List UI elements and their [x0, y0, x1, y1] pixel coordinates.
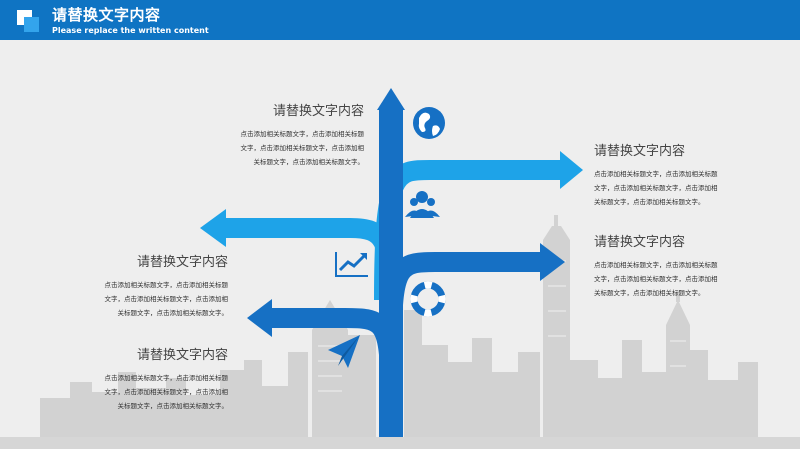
chart-trend-icon	[335, 252, 368, 277]
block-body: 点击添加相关标题文字，点击添加相关标题 文字，点击添加相关标题文字，点击添加相 …	[104, 281, 229, 317]
lifebuoy-icon	[410, 281, 446, 317]
page-title: 请替换文字内容	[52, 6, 161, 24]
arrow-head-up	[377, 88, 405, 110]
city-skyline	[40, 215, 758, 438]
arrow-branch-right-upper	[374, 160, 565, 301]
block-title: 请替换文字内容	[136, 348, 228, 363]
header-bar: 请替换文字内容 Please replace the written conte…	[0, 0, 800, 40]
block-body: 点击添加相关标题文字，点击添加相关标题 文字，点击添加相关标题文字，点击添加相 …	[104, 374, 229, 410]
block-body: 点击添加相关标题文字，点击添加相关标题 文字，点击添加相关标题文字，点击添加相 …	[594, 170, 718, 206]
block-title: 请替换文字内容	[272, 104, 364, 119]
block-body: 点击添加相关标题文字，点击添加相关标题 文字，点击添加相关标题文字，点击添加相 …	[594, 261, 718, 297]
block-title: 请替换文字内容	[594, 235, 686, 250]
block-title: 请替换文字内容	[594, 144, 686, 159]
people-icon	[405, 191, 440, 218]
footer-bar	[0, 437, 800, 449]
text-block-2: 请替换文字内容 点击添加相关标题文字，点击添加相关标题 文字，点击添加相关标题文…	[594, 140, 754, 209]
text-block-1: 请替换文字内容 点击添加相关标题文字，点击添加相关标题 文字，点击添加相关标题文…	[196, 100, 365, 169]
signpost-graphic	[40, 88, 758, 449]
block-title: 请替换文字内容	[136, 255, 228, 270]
logo-icon	[17, 10, 39, 32]
arrow-head-left-upper	[200, 209, 226, 247]
page-subtitle: Please replace the written content	[52, 26, 209, 35]
arrow-head-right-lower	[540, 243, 565, 281]
block-body: 点击添加相关标题文字，点击添加相关标题 文字，点击添加相关标题文字，点击添加相 …	[240, 130, 365, 166]
globe-icon	[413, 107, 445, 139]
arrow-head-right-upper	[560, 151, 583, 189]
text-block-5: 请替换文字内容 点击添加相关标题文字，点击添加相关标题 文字，点击添加相关标题文…	[60, 344, 229, 413]
text-block-4: 请替换文字内容 点击添加相关标题文字，点击添加相关标题 文字，点击添加相关标题文…	[594, 231, 754, 300]
arrow-trunk	[379, 108, 403, 449]
arrow-head-left-lower	[247, 299, 272, 337]
paper-plane-icon	[328, 335, 360, 368]
text-block-3: 请替换文字内容 点击添加相关标题文字，点击添加相关标题 文字，点击添加相关标题文…	[60, 251, 229, 320]
arrow-branch-left-upper	[222, 218, 400, 301]
